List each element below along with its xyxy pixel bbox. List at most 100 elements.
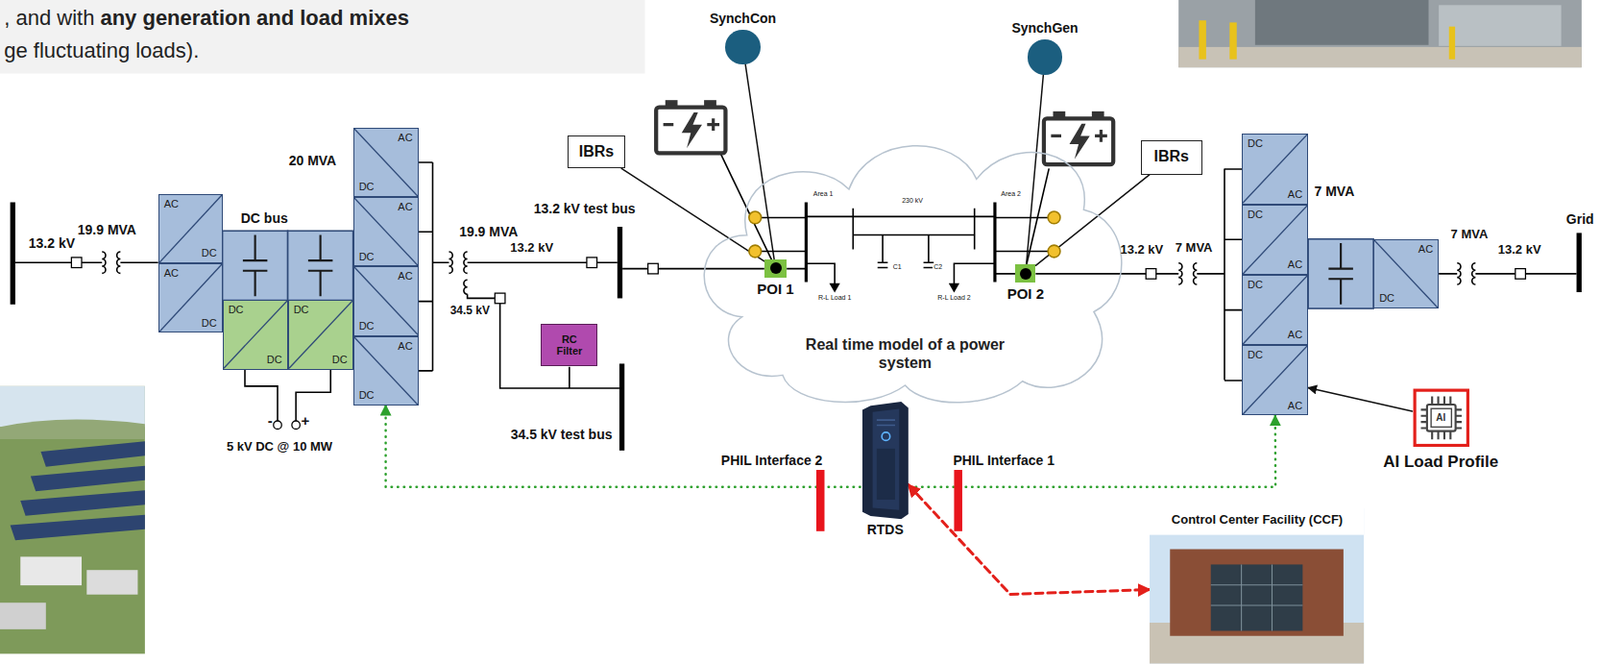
diagonal-line — [1242, 205, 1308, 274]
network-label: R-L Load 2 — [936, 293, 971, 302]
node-text: AC — [397, 269, 413, 283]
node-text: AC — [1287, 328, 1303, 341]
dc-ac-converter: DC AC — [1241, 274, 1309, 345]
network-label: C1 — [892, 263, 903, 271]
chip-core — [1430, 408, 1452, 427]
dc-ac-converter: DCAC — [1241, 344, 1309, 415]
node-text: Control Center Facility (CCF) — [1171, 512, 1343, 528]
diagonal-line — [159, 264, 222, 332]
node-text: AC — [397, 131, 413, 145]
node-text: DC — [359, 180, 375, 194]
diagonal-line — [159, 194, 222, 263]
node-text: SynchGen — [1011, 20, 1078, 36]
node-text: DC — [359, 250, 375, 264]
network-label: C2 — [932, 263, 944, 271]
node-text: DC — [293, 303, 310, 316]
node-text: DC — [1247, 137, 1263, 150]
voltage-label: 13.2 kV — [1498, 242, 1542, 258]
node-text: DC — [1247, 278, 1263, 291]
node-text: RC Filter — [547, 333, 591, 357]
rating-label: 7 MVA — [1175, 241, 1213, 256]
connector — [1308, 387, 1412, 412]
terminal-sign: + — [300, 412, 310, 429]
server-body — [862, 401, 909, 519]
chip-frame — [1414, 389, 1468, 445]
title-band — [1149, 508, 1364, 535]
banner-text: ge fluctuating loads). — [3, 38, 199, 63]
node-text: DC — [1379, 291, 1395, 305]
control-center-photo: Control Center Facility (CCF) — [1149, 508, 1364, 664]
synchronous-generator: SynchGen — [1027, 39, 1063, 74]
diagonal-line — [1242, 345, 1308, 414]
node-text: AC — [1287, 188, 1303, 201]
diagonal-line — [354, 266, 418, 335]
poi-dot — [770, 262, 782, 274]
connector — [908, 484, 1151, 594]
node-text: DC — [359, 319, 375, 333]
poi-marker: POI 2 — [1015, 264, 1036, 283]
rc-filter: RC Filter — [540, 323, 598, 367]
cloud-path — [703, 145, 1122, 402]
node-text: IBRs — [1154, 147, 1189, 166]
dc-ac-converter: DCAC — [1241, 204, 1309, 275]
node-text: AC — [164, 197, 179, 211]
diagonal-line — [289, 300, 353, 368]
diagonal-line — [354, 128, 418, 196]
dc-ac-converter: AC DC — [353, 266, 419, 336]
server-panel — [876, 447, 896, 499]
dc-rating-label: 5 kV DC @ 10 MW — [226, 439, 333, 455]
chip-body — [1426, 404, 1455, 432]
node-text: RTDS — [867, 521, 904, 537]
diagonal-line — [1374, 240, 1438, 308]
poi-dot — [1019, 267, 1032, 280]
text-banner — [0, 0, 646, 74]
interface-label: PHIL Interface 1 — [952, 452, 1055, 468]
rating-label: 19.9 MVA — [77, 221, 137, 238]
connector — [386, 405, 1277, 487]
node-text: DC — [228, 303, 244, 316]
diagonal-line — [1242, 275, 1308, 344]
network-label: Area 1 — [812, 190, 835, 198]
ai-load-chip: AIAI Load Profile — [1412, 387, 1471, 448]
chip-pins — [1420, 395, 1462, 439]
bus-label: 13.2 kV test bus — [533, 200, 636, 217]
dc-ac-converter: AC DC — [353, 127, 419, 197]
connector — [1026, 74, 1044, 266]
power-system-cloud: Real time model of a power systemPOI 1PO… — [685, 107, 1125, 404]
rating-label: 7 MVA — [1314, 183, 1356, 199]
node-text: DC — [201, 246, 218, 260]
node-text: AI — [1435, 412, 1446, 424]
diagonal-line — [354, 197, 418, 266]
diagonal-line — [223, 300, 288, 368]
dc-ac-converter: DC AC — [1241, 133, 1309, 204]
node-text: DC — [1247, 348, 1263, 362]
grid-label: Grid — [1566, 211, 1595, 227]
poi-marker: POI 1 — [764, 259, 787, 278]
node-text: AC — [1418, 242, 1433, 256]
voltage-label: 13.2 kV — [1119, 242, 1164, 258]
network-label: R-L Load 1 — [817, 293, 852, 302]
voltage-label: 34.5 kV — [450, 304, 490, 318]
server-light — [881, 431, 891, 440]
diagonal-line — [354, 337, 418, 405]
server-face — [872, 408, 899, 510]
synchronous-condenser: SynchCon — [725, 29, 760, 65]
node-text: IBRs — [579, 143, 614, 161]
node-text: SynchCon — [709, 10, 776, 26]
network-model — [749, 201, 1061, 291]
node-text: DC — [266, 353, 283, 366]
dc-dc-converter: DC DC — [222, 299, 289, 369]
network-label: 230 kV — [900, 196, 924, 205]
dc-ac-converter: ACDC — [353, 336, 419, 406]
ac-dc-converter: AC DC — [158, 193, 223, 264]
node-text: AC — [397, 200, 413, 214]
glass — [1211, 564, 1304, 631]
node-text: POI 2 — [1007, 285, 1044, 302]
node-text: AI Load Profile — [1382, 452, 1499, 472]
dc-dc-converter: DCDC — [288, 299, 354, 369]
mullions — [1211, 564, 1304, 631]
connector — [745, 64, 775, 260]
solar-site-photo — [0, 386, 146, 655]
node-text: DC — [201, 316, 218, 330]
terminal-sign: - — [267, 412, 273, 429]
